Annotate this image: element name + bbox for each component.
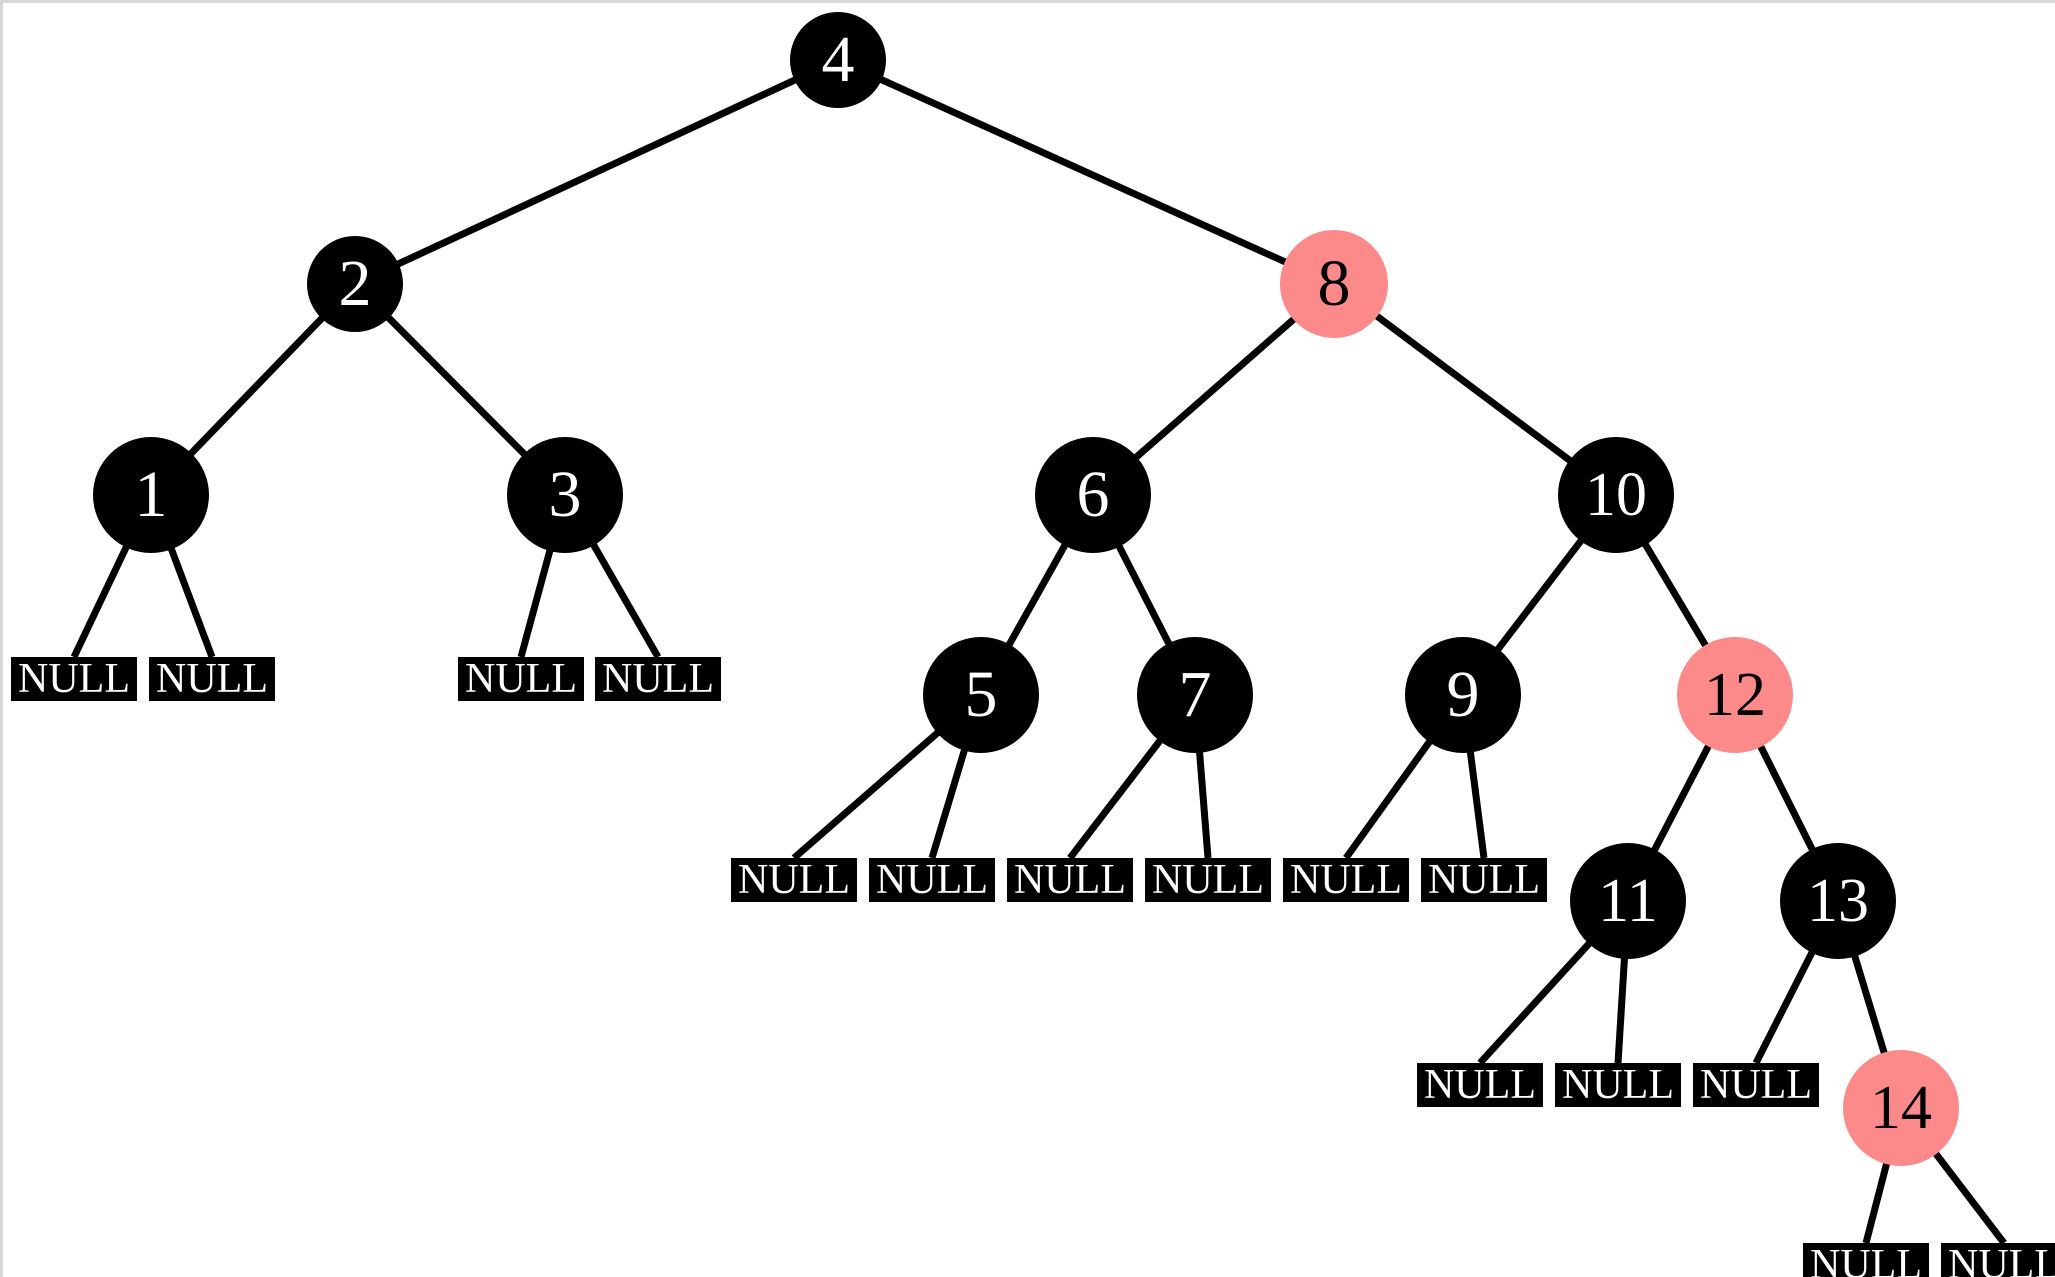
tree-node-label: 4 — [821, 23, 855, 96]
tree-node-6[interactable]: 6 — [1035, 437, 1151, 553]
tree-node-5[interactable]: 5 — [923, 637, 1039, 753]
tree-node-label: 7 — [1178, 658, 1212, 731]
tree-edge — [1491, 534, 1588, 656]
tree-nil-label: NULL — [1562, 1062, 1674, 1108]
tree-node-label: 5 — [964, 658, 998, 731]
tree-nil-label: NULL — [1810, 1242, 1922, 1277]
tree-nil-leaf: NULL — [1693, 1063, 1819, 1107]
tree-node-label: 10 — [1585, 461, 1647, 529]
tree-nil-leaf: NULL — [869, 858, 995, 902]
tree-nil-edge — [1614, 952, 1629, 1064]
tree-edge — [874, 74, 1292, 268]
tree-node-label: 14 — [1870, 1074, 1932, 1142]
tree-nil-edge — [928, 743, 970, 860]
tree-nil-label: NULL — [602, 656, 714, 702]
tree-nil-label: NULL — [1700, 1062, 1812, 1108]
tree-edge — [1129, 312, 1301, 464]
tree-node-12[interactable]: 12 — [1677, 637, 1793, 753]
tree-nil-edge — [587, 538, 662, 659]
tree-nil-label: NULL — [1014, 857, 1126, 903]
tree-nil-label: NULL — [18, 656, 130, 702]
tree-edge — [184, 311, 329, 461]
tree-edge — [1370, 309, 1577, 467]
tree-nil-edge — [1862, 1157, 1892, 1244]
tree-nil-edge — [1477, 937, 1596, 1066]
tree-edge — [1113, 539, 1175, 651]
tree-nil-leaf: NULL — [1417, 1063, 1543, 1107]
tree-node-3[interactable]: 3 — [507, 437, 623, 553]
tree-nil-edge — [517, 544, 555, 658]
tree-nil-edge — [1466, 746, 1488, 859]
tree-nil-leaf: NULL — [1145, 858, 1271, 902]
tree-node-13[interactable]: 13 — [1780, 843, 1896, 959]
tree-nil-leaf: NULL — [595, 657, 721, 701]
tree-nil-edge — [70, 540, 132, 659]
tree-edge — [1849, 949, 1890, 1060]
tree-node-label: 9 — [1446, 658, 1480, 731]
tree-node-label: 2 — [338, 247, 372, 320]
tree-node-label: 13 — [1807, 867, 1869, 935]
tree-nil-label: NULL — [1948, 1242, 2055, 1277]
tree-node-label: 12 — [1704, 661, 1766, 729]
tree-nil-leaf: NULL — [458, 657, 584, 701]
tree-nil-edge — [1752, 945, 1818, 1065]
tree-node-9[interactable]: 9 — [1405, 637, 1521, 753]
tree-nil-edge — [1195, 746, 1212, 859]
tree-nil-label: NULL — [1290, 857, 1402, 903]
tree-node-label: 11 — [1598, 867, 1658, 935]
tree-nil-leaf: NULL — [1803, 1243, 1929, 1277]
tree-node-label: 1 — [134, 458, 168, 531]
tree-node-2[interactable]: 2 — [307, 236, 403, 332]
tree-edge — [1648, 739, 1715, 857]
tree-nil-leaf: NULL — [1007, 858, 1133, 902]
tree-node-14[interactable]: 14 — [1843, 1050, 1959, 1166]
tree-nil-label: NULL — [876, 857, 988, 903]
tree-node-10[interactable]: 10 — [1558, 437, 1674, 553]
tree-node-label: 3 — [548, 458, 582, 531]
tree-edge — [1003, 538, 1071, 652]
tree-node-1[interactable]: 1 — [93, 437, 209, 553]
tree-node-label: 8 — [1317, 247, 1351, 320]
tree-nil-label: NULL — [1424, 1062, 1536, 1108]
tree-node-label: 6 — [1076, 458, 1110, 531]
tree-node-8[interactable]: 8 — [1280, 230, 1388, 338]
tree-node-4[interactable]: 4 — [790, 12, 886, 108]
tree-nil-leaf: NULL — [731, 858, 857, 902]
tree-nil-label: NULL — [465, 656, 577, 702]
tree-edge — [1639, 537, 1712, 653]
tree-nil-leaf: NULL — [1283, 858, 1409, 902]
tree-edge — [391, 74, 802, 270]
tree-nil-edge — [1343, 735, 1436, 861]
tree-nil-label: NULL — [1152, 857, 1264, 903]
tree-edge — [1755, 739, 1818, 857]
tree-nil-label: NULL — [1428, 857, 1540, 903]
tree-nil-edge — [1929, 1147, 2007, 1246]
tree-nil-leaf: NULL — [1941, 1243, 2055, 1277]
tree-nil-edge — [166, 542, 216, 659]
tree-node-11[interactable]: 11 — [1570, 843, 1686, 959]
tree-nil-leaf: NULL — [1421, 858, 1547, 902]
tree-nil-leaf: NULL — [1555, 1063, 1681, 1107]
tree-edge — [382, 311, 531, 461]
tree-nil-leaf: NULL — [11, 657, 137, 701]
tree-nil-leaf: NULL — [149, 657, 275, 701]
tree-nil-edge — [791, 726, 945, 861]
tree-nil-edge — [1067, 734, 1167, 861]
tree-nil-label: NULL — [738, 857, 850, 903]
tree-nil-label: NULL — [156, 656, 268, 702]
tree-node-7[interactable]: 7 — [1137, 637, 1253, 753]
